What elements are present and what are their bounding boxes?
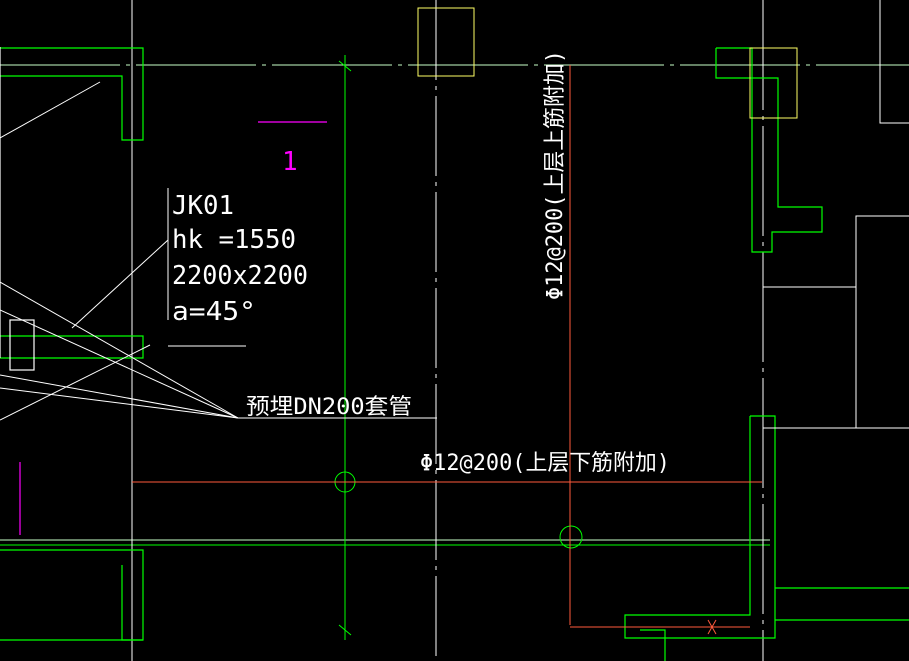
rebar-vertical-text: Φ12@200(上层上筋附加) bbox=[543, 50, 568, 300]
magenta-markers bbox=[19, 121, 327, 535]
grid-mark-label: 1 bbox=[282, 147, 298, 177]
sleeve-leader-4 bbox=[0, 387, 239, 419]
leader-diag-1 bbox=[0, 81, 101, 139]
sleeve-leader-3 bbox=[0, 374, 239, 419]
sleeve-leader-1 bbox=[0, 281, 239, 419]
axis-tick-bottom bbox=[338, 624, 352, 636]
wall-left-opening bbox=[9, 319, 35, 371]
sleeve-text: 预埋DN200套管 bbox=[246, 395, 412, 420]
pit-angle-text: a=45° bbox=[172, 297, 256, 327]
annotations: JK01 hk =1550 2200x2200 a=45° 预埋DN200套管 … bbox=[172, 50, 670, 476]
wall-right-top bbox=[715, 47, 823, 253]
sleeve-leader-2 bbox=[0, 309, 239, 419]
pit-leader bbox=[71, 239, 169, 329]
rebar-cross-2 bbox=[707, 619, 717, 635]
column-top bbox=[417, 7, 475, 77]
rebar-horizontal-text: Φ12@200(上层下筋附加) bbox=[420, 451, 670, 476]
pit-size-text: 2200x2200 bbox=[172, 261, 308, 291]
column-right bbox=[749, 47, 798, 119]
wall-left-top bbox=[0, 47, 144, 141]
axis-node-right bbox=[559, 525, 583, 549]
wall-right-stub bbox=[640, 629, 666, 661]
sleeve-leader-5 bbox=[0, 344, 151, 421]
pit-depth-text: hk =1550 bbox=[172, 225, 296, 255]
columns bbox=[417, 7, 798, 119]
pit-id-text: JK01 bbox=[172, 191, 234, 221]
right-linework bbox=[763, 0, 909, 429]
right-box-top bbox=[879, 0, 909, 124]
wall-right-bottom bbox=[624, 415, 776, 639]
axis-tick-top bbox=[338, 60, 352, 72]
wall-left-bottom bbox=[0, 549, 144, 641]
rebar-lines bbox=[132, 65, 762, 635]
leader-lines bbox=[0, 81, 437, 421]
wall-right bbox=[624, 47, 909, 661]
wall-left bbox=[0, 47, 144, 641]
wall-left-mid bbox=[0, 335, 144, 359]
right-box-mid bbox=[855, 215, 909, 429]
